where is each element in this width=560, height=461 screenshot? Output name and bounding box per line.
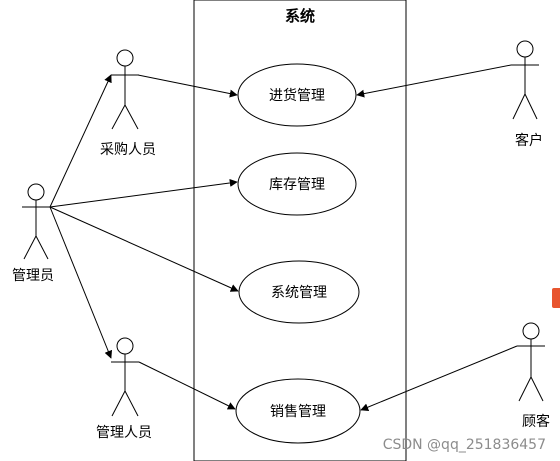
actor-guke xyxy=(517,322,545,402)
actor-caigou-label: 采购人员 xyxy=(100,142,156,158)
assoc-guanliyuan-kucun xyxy=(49,178,238,208)
usecase-xitong-label: 系统管理 xyxy=(271,285,327,301)
assoc-guanliyuan-caigou xyxy=(49,74,112,208)
system-boundary xyxy=(193,0,407,461)
assoc-kehu-jinhuo xyxy=(356,64,512,98)
assoc-guanliyuan-guanli-renyuan xyxy=(49,206,113,359)
actor-caigou xyxy=(111,49,139,130)
actor-guanli-renyuan xyxy=(111,337,139,417)
actor-kehu xyxy=(511,40,539,120)
actor-guanliyuan xyxy=(22,183,50,260)
usecase-xiaoshou-label: 销售管理 xyxy=(270,404,326,420)
usecase-jinhuo: 进货管理 xyxy=(237,63,357,127)
actor-guanliyuan-label: 管理员 xyxy=(12,268,54,284)
usecase-kucun-label: 库存管理 xyxy=(269,177,325,193)
side-tag xyxy=(552,288,560,308)
actor-kehu-label: 客户 xyxy=(515,132,543,149)
actor-guanli-renyuan-label: 管理人员 xyxy=(96,425,152,441)
usecase-kucun: 库存管理 xyxy=(237,152,357,216)
system-title: 系统 xyxy=(285,7,315,25)
assoc-guke-xiaoshou xyxy=(360,345,518,411)
assoc-guanliyuan-xitong xyxy=(49,206,239,292)
usecase-xitong: 系统管理 xyxy=(238,260,360,324)
actor-guke-label: 顾客 xyxy=(522,413,550,430)
assoc-guanli-renyuan-xiaoshou xyxy=(138,361,236,410)
assoc-caigou-jinhuo xyxy=(137,74,238,98)
watermark-text: CSDN @qq_251836457 xyxy=(382,437,546,453)
usecase-xiaoshou: 销售管理 xyxy=(235,378,361,444)
usecase-jinhuo-label: 进货管理 xyxy=(269,87,325,104)
